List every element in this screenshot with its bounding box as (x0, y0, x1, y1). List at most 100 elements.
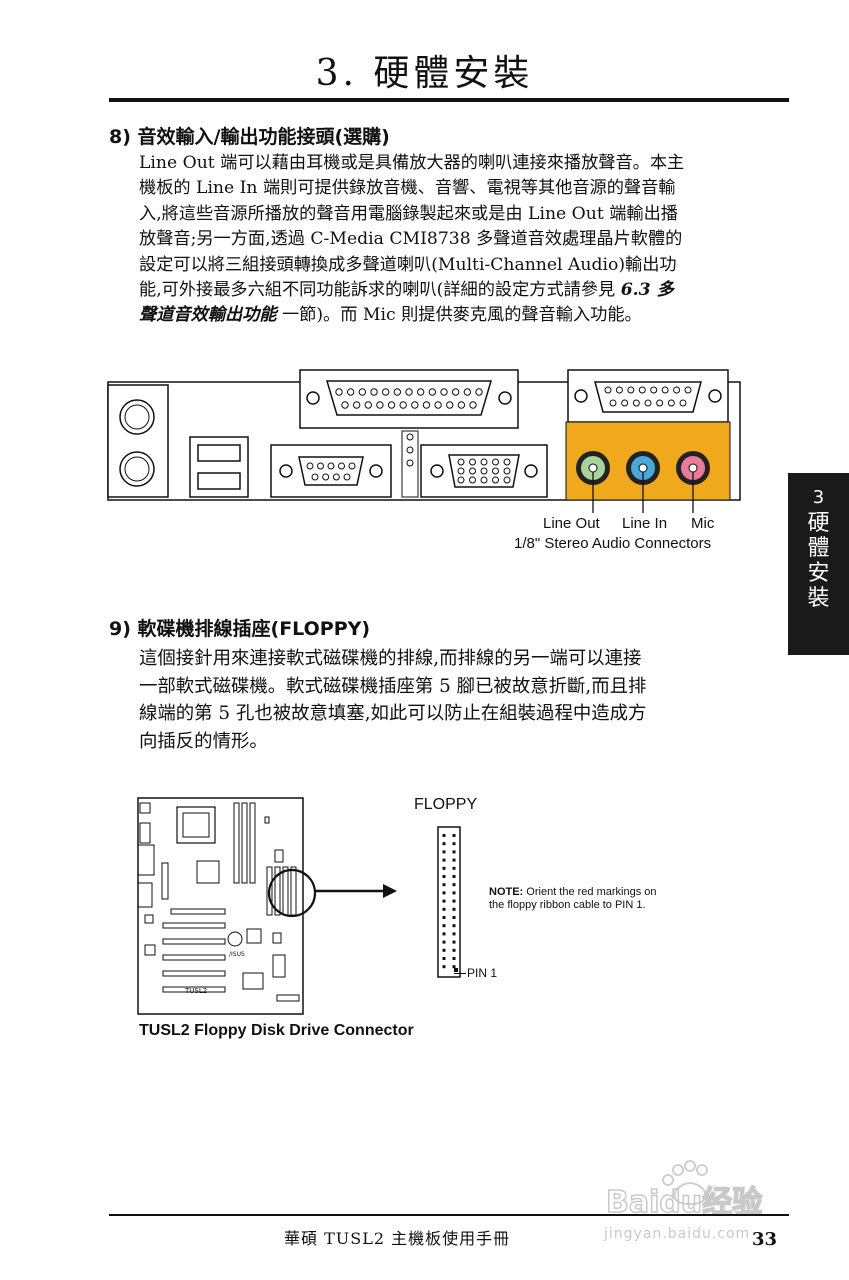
paragraph-line: Line Out 端可以藉由耳機或是具備放大器的喇叭連接來播放聲音。本主 (139, 153, 685, 173)
floppy-highlight-circle (267, 868, 317, 918)
connector-pin (627, 386, 635, 394)
header-pin (452, 891, 456, 895)
paragraph-line: 線端的第 5 孔也被故意填塞,如此可以防止在組裝過程中造成方 (139, 703, 647, 725)
board-brand-label: /ISUS (229, 951, 245, 958)
connector-pin (469, 458, 476, 466)
connector-pin (440, 388, 448, 396)
cross-reference: 6.3 多 (620, 280, 674, 301)
connector-pin (492, 467, 499, 475)
side-tab-glyph: 裝 (807, 586, 830, 611)
paragraph-line: 機板的 Line In 端則可提供錄放音機、音響、電視等其他音源的聲音輸 (139, 178, 676, 199)
connector-pin (358, 388, 367, 396)
connector-pin (332, 473, 340, 481)
section-8-body: Line Out 端可以藉由耳機或是具備放大器的喇叭連接來播放聲音。本主 機板的… (139, 151, 759, 329)
connector-pin (381, 388, 390, 396)
serial-port (270, 444, 392, 498)
arrowhead (383, 884, 397, 898)
connector-pin (364, 401, 372, 409)
page-number: 33 (752, 1229, 778, 1250)
connector-pin (457, 458, 465, 466)
connector-pin (346, 388, 355, 396)
connector-pin (428, 388, 437, 396)
connector-pin (338, 462, 345, 470)
paragraph-line: 聲道音效輸出功能 一節)。而 Mic 則提供麥克風的聲音輸入功能。 (139, 303, 759, 328)
connector-pin (638, 386, 646, 394)
header-pin (442, 842, 446, 846)
header-pin (442, 850, 446, 854)
label-line-in: Line In (622, 515, 668, 532)
header-pin (452, 940, 456, 944)
header-pin (452, 916, 456, 919)
paragraph-line: 放聲音;另一方面,透過 C-Media CMI8738 多聲道音效處理晶片軟體的 (139, 229, 683, 250)
connector-pin (679, 399, 687, 407)
header-pin (442, 957, 446, 960)
note-line: the floppy ribbon cable to PIN 1. (489, 899, 646, 911)
connector-pin (661, 386, 669, 394)
connector-pin (457, 476, 465, 484)
note-line: NOTE: Orient the red markings on (489, 886, 657, 899)
header-pin (442, 916, 446, 919)
connector-pin (621, 399, 629, 407)
side-tab-text: 硬體安裝 (788, 511, 849, 611)
connector-pin (480, 458, 488, 466)
connector-pin (405, 388, 413, 396)
header-pin (452, 924, 456, 928)
header-pin (452, 957, 456, 960)
paragraph-line: 設定可以將三組接頭轉換成多聲道喇叭(Multi-Channel Audio)輸出… (139, 254, 677, 275)
jack-line-in (626, 451, 660, 485)
header-pin (452, 965, 456, 969)
chapter-side-tab: 3 硬體安裝 (788, 473, 849, 655)
connector-pin (667, 399, 675, 407)
connector-pin (434, 401, 442, 409)
text-run: 能,可外接最多六組不同功能訴求的喇叭(詳細的設定方式請參見 (139, 280, 621, 301)
connector-pin (650, 386, 658, 394)
connector-pin (656, 399, 664, 407)
paragraph-line: 入,將這些音源所播放的聲音用電腦錄製起來或是由 Line Out 端輸出播 (139, 203, 678, 224)
note-bold: NOTE: (489, 886, 524, 898)
connector-pin (632, 399, 640, 407)
side-tab-glyph: 安 (807, 561, 830, 586)
side-tab-number: 3 (812, 487, 825, 508)
floppy-connector-diagram (437, 826, 461, 978)
pin-1-label: PIN 1 (467, 966, 498, 980)
section-9-heading: 9) 軟碟機排線插座(FLOPPY) (109, 618, 371, 640)
connector-pin (370, 388, 378, 396)
connector-pin (387, 401, 396, 409)
floppy-label: FLOPPY (414, 796, 478, 813)
header-pin (442, 891, 446, 895)
connector-pin (343, 473, 351, 481)
connector-pin (399, 401, 407, 409)
usb-ports (189, 436, 249, 498)
connector-pin (335, 388, 343, 396)
floppy-figure-caption: TUSL2 Floppy Disk Drive Connector (139, 1022, 414, 1039)
header-pin (452, 907, 456, 911)
connector-pin (411, 401, 419, 409)
footer-rule (109, 1214, 789, 1216)
connector-pin (446, 401, 454, 409)
floppy-note: NOTE: Orient the red markings on the flo… (489, 886, 657, 912)
footer-text: 華碩 TUSL2 主機板使用手冊 (284, 1229, 511, 1248)
header-pin (452, 899, 456, 903)
section-9-body: 這個接針用來連接軟式磁碟機的排線,而排線的另一端可以連接 一部軟式磁碟機。軟式磁… (139, 645, 759, 755)
note-text: Orient the red markings on (523, 886, 657, 898)
connector-pin (503, 458, 511, 466)
connector-pin (348, 462, 356, 470)
header-pin (452, 850, 456, 854)
header-pin (442, 866, 446, 870)
connector-pin (451, 388, 460, 396)
pin-1-marker (454, 968, 458, 972)
audio-figure-caption: 1/8" Stereo Audio Connectors (514, 535, 712, 552)
side-tab-glyph: 硬 (807, 511, 830, 536)
motherboard-diagram: /ISUS TUSL2 (137, 797, 397, 1015)
jack-mic (676, 451, 710, 485)
paragraph-line: 向插反的情形。 (139, 730, 268, 752)
connector-pin (306, 462, 314, 470)
connector-pin (457, 467, 465, 475)
connector-pin (475, 388, 483, 396)
connector-pin (492, 458, 499, 466)
connector-pin (327, 462, 335, 470)
header-pin (442, 907, 446, 911)
pin-1-leader (454, 973, 466, 974)
header-pin (452, 883, 456, 887)
connector-pin (376, 401, 384, 409)
